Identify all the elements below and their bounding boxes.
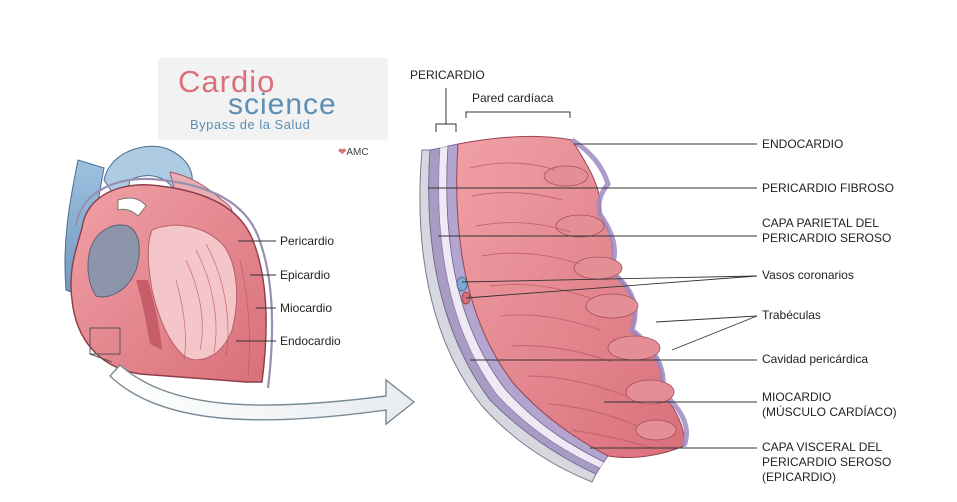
label-line: CAPA PARIETAL DEL	[762, 216, 879, 230]
pericardium-outline	[74, 177, 274, 389]
logo-tagline: Bypass de la Salud	[190, 117, 311, 132]
label-capa-parietal: CAPA PARIETAL DEL PERICARDIO SEROSO	[762, 216, 891, 246]
right-atrium-shape	[87, 224, 140, 298]
trabeculae-shapes	[543, 165, 677, 441]
label-line: MIOCARDIO	[762, 390, 832, 404]
pared-bracket	[465, 111, 571, 118]
logo-word-cardio: Cardio	[178, 64, 276, 99]
label-capa-visceral: CAPA VISCERAL DEL PERICARDIO SEROSO (EPI…	[762, 440, 891, 485]
label-pericardio-top: PERICARDIO	[410, 68, 485, 82]
label-epicardio-left: Epicardio	[280, 268, 331, 282]
leader-lines	[236, 143, 758, 449]
zoom-arrow	[109, 364, 416, 426]
label-line: PERICARDIO FIBROSO	[762, 181, 895, 195]
heart-illustration	[64, 145, 274, 389]
logo-word-science: science	[228, 88, 337, 121]
label-line: Cavidad pericárdica	[762, 352, 869, 366]
cardioscience-logo	[158, 58, 388, 140]
label-line: PERICARDIO SEROSO	[762, 231, 892, 245]
top-brackets	[435, 88, 571, 132]
label-pericardio-fibroso: PERICARDIO FIBROSO	[762, 181, 894, 196]
label-cavidad-pericardica: Cavidad pericárdica	[762, 352, 868, 367]
muscle-striations	[175, 243, 250, 377]
label-vasos-coronarios: Vasos coronarios	[762, 268, 854, 283]
label-endocardio: ENDOCARDIO	[762, 137, 843, 152]
coronary-vessel-shape	[456, 276, 468, 292]
image-credit: ❤AMC	[338, 147, 369, 158]
valve-shape	[117, 197, 147, 217]
leader-trabeculas-1	[655, 315, 758, 323]
label-line: (EPICARDIO)	[762, 470, 837, 484]
label-endocardio-left: Endocardio	[280, 334, 341, 348]
label-trabeculas: Trabéculas	[762, 308, 821, 323]
leader-vasos-1	[461, 275, 758, 283]
zoom-leader-line	[89, 353, 113, 363]
label-miocardio-left: Miocardio	[280, 301, 333, 315]
label-miocardio: MIOCARDIO (MÚSCULO CARDÍACO)	[762, 390, 897, 420]
left-ventricle-cavity	[147, 224, 238, 361]
label-pared-cardiaca: Pared cardíaca	[472, 91, 554, 105]
label-line: CAPA VISCERAL DEL	[762, 440, 883, 454]
label-line: ENDOCARDIO	[762, 137, 844, 151]
pericardio-bracket	[435, 123, 457, 132]
label-line: PERICARDIO SEROSO	[762, 455, 892, 469]
zoom-region-box	[89, 327, 121, 355]
septum-shape	[136, 280, 162, 350]
wall-section-illustration	[419, 136, 690, 483]
leader-vasos-2	[465, 275, 758, 299]
muscle-fibers	[469, 162, 653, 449]
heart-icon: ❤	[338, 147, 347, 158]
label-line: Vasos coronarios	[762, 268, 854, 282]
leader-trabeculas-2	[671, 315, 758, 351]
label-line: (MÚSCULO CARDÍACO)	[762, 405, 897, 419]
label-pericardio-left: Pericardio	[280, 234, 335, 248]
label-line: Trabéculas	[762, 308, 821, 322]
